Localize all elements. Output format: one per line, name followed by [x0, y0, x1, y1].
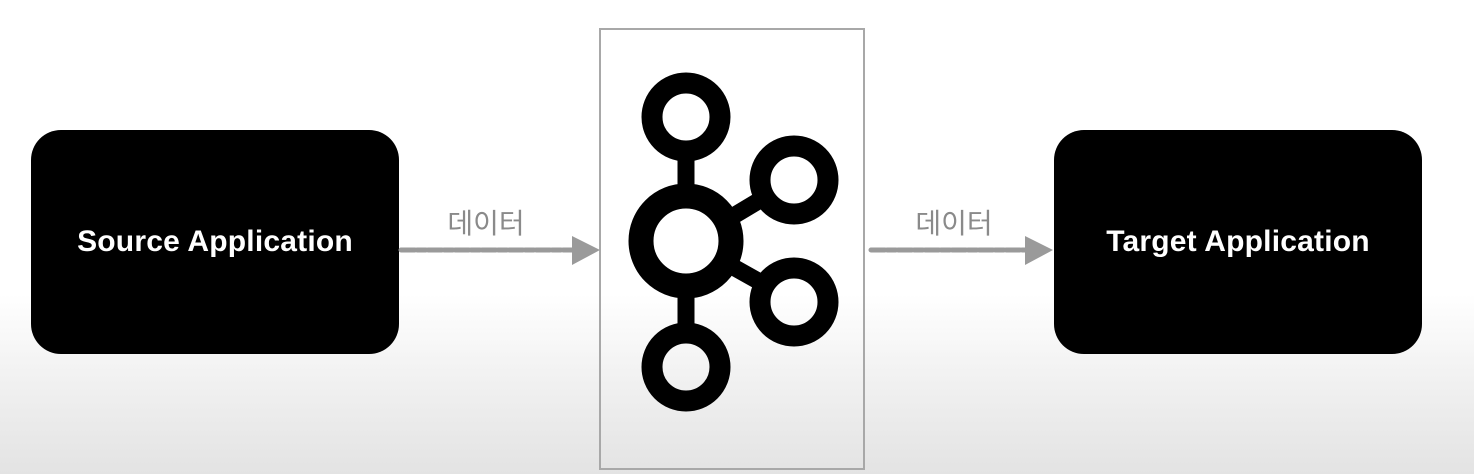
right-data-arrow	[868, 236, 1053, 265]
message-broker-frame	[599, 28, 865, 470]
left-flow-label: 데이터	[447, 207, 525, 240]
kafka-logo-icon	[628, 72, 839, 412]
right-flow-label: 데이터	[915, 207, 993, 240]
target-application-label: Target Application	[1106, 225, 1370, 258]
target-application-box: Target Application	[1054, 130, 1422, 354]
source-application-label: Source Application	[77, 225, 353, 258]
source-application-box: Source Application	[31, 130, 399, 354]
left-data-arrow	[398, 236, 600, 265]
